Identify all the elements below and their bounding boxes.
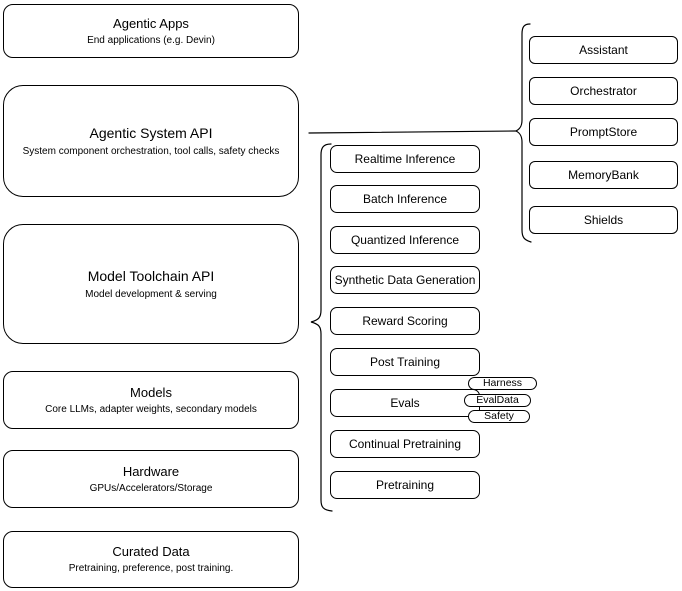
node-title: Agentic System API	[89, 124, 213, 141]
system-components-brace	[514, 23, 532, 243]
badge-evaldata: EvalData	[464, 394, 531, 407]
node-realtime-inference: Realtime Inference	[330, 145, 480, 173]
node-orchestrator: Orchestrator	[529, 77, 678, 105]
node-models: Models Core LLMs, adapter weights, secon…	[3, 371, 299, 429]
node-shields: Shields	[529, 206, 678, 234]
node-subtitle: GPUs/Accelerators/Storage	[89, 482, 213, 494]
node-promptstore: PromptStore	[529, 118, 678, 146]
node-subtitle: System component orchestration, tool cal…	[22, 145, 280, 157]
node-subtitle: Pretraining, preference, post training.	[68, 563, 234, 574]
node-batch-inference: Batch Inference	[330, 185, 480, 213]
toolchain-brace	[310, 143, 333, 512]
node-hardware: Hardware GPUs/Accelerators/Storage	[3, 450, 299, 508]
node-model-toolchain-api: Model Toolchain API Model development & …	[3, 224, 299, 344]
badge-harness: Harness	[468, 377, 537, 390]
node-pretraining: Pretraining	[330, 471, 480, 499]
node-title: Agentic Apps	[113, 15, 189, 31]
node-agentic-system-api: Agentic System API System component orch…	[3, 85, 299, 197]
node-agentic-apps: Agentic Apps End applications (e.g. Devi…	[3, 4, 299, 58]
node-synthetic-data-generation: Synthetic Data Generation	[330, 266, 480, 294]
node-reward-scoring: Reward Scoring	[330, 307, 480, 335]
node-memorybank: MemoryBank	[529, 161, 678, 189]
badge-safety: Safety	[468, 410, 530, 423]
node-evals: Evals	[330, 389, 480, 417]
node-title: Models	[130, 384, 172, 400]
node-title: Model Toolchain API	[87, 267, 215, 284]
node-quantized-inference: Quantized Inference	[330, 226, 480, 254]
node-subtitle: Core LLMs, adapter weights, secondary mo…	[45, 403, 257, 415]
node-title: Curated Data	[112, 544, 190, 559]
node-subtitle: End applications (e.g. Devin)	[87, 34, 215, 46]
node-subtitle: Model development & serving	[85, 288, 217, 300]
node-assistant: Assistant	[529, 36, 678, 64]
node-title: Hardware	[122, 463, 180, 479]
node-post-training: Post Training	[330, 348, 480, 376]
node-continual-pretraining: Continual Pretraining	[330, 430, 480, 458]
system-api-connector-line	[308, 130, 517, 134]
node-curated-data: Curated Data Pretraining, preference, po…	[3, 531, 299, 588]
